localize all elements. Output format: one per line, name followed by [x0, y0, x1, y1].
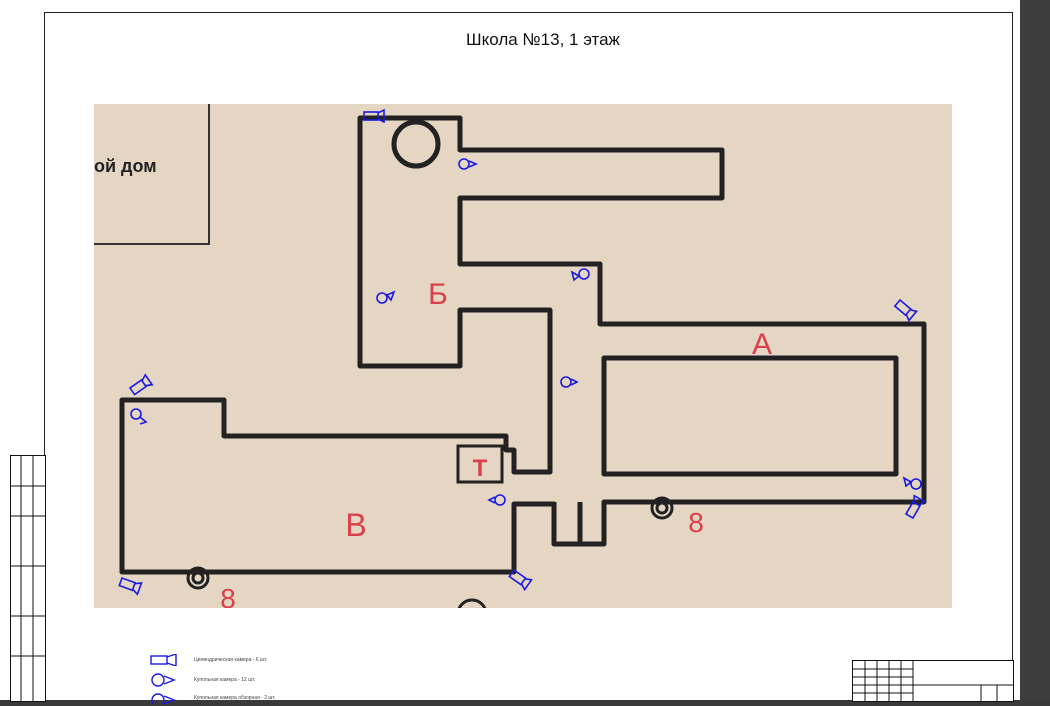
block-a-courtyard: [601, 355, 899, 477]
cylinder-camera-icon: [118, 576, 143, 596]
drawing-sheet: Школа №13, 1 этаж ой дом Т А Б В: [0, 0, 1020, 704]
dome-camera-icon: [487, 494, 506, 506]
dome-camera-icon: [376, 290, 396, 304]
block-b-label: Б: [428, 278, 448, 311]
legend-item-dome: Купольная камера - 12 шт.: [150, 672, 255, 688]
dome-camera-icon: [458, 158, 479, 170]
frame-right-line: [1012, 12, 1013, 700]
title-block-bottom-grid: [853, 661, 1013, 701]
cylinder-camera-icon: [128, 373, 154, 396]
title-block-bottom: [852, 660, 1014, 702]
viewer-scroll-area[interactable]: [1020, 0, 1050, 700]
entrance-marks: [186, 496, 674, 608]
neighbor-building-outline: [94, 104, 210, 245]
title-block-side-grid: [11, 456, 45, 701]
cylinder-camera-icon: [904, 494, 927, 520]
cylinder-camera-icon: [363, 108, 385, 124]
legend-text-cylinder: Цилиндрическая камера - 6 шт.: [194, 657, 268, 663]
cylinder-camera-icon: [150, 654, 177, 666]
cylinder-camera-icon: [508, 568, 533, 592]
cylinder-camera-icon: [893, 298, 919, 323]
neighbor-building-label: ой дом: [94, 156, 157, 176]
dome-camera-icon: [151, 673, 176, 687]
block-b-wall: [119, 115, 927, 575]
panoramic-dome-camera-icon: [151, 693, 176, 704]
floor-plan: ой дом Т А Б В 8 8: [94, 104, 952, 608]
dome-camera-icon: [902, 476, 922, 490]
frame-top-line: [44, 12, 1012, 13]
room-t-box: [456, 444, 504, 484]
legend-text-panoramic: Купольная камера обзорная - 2 шт.: [194, 695, 276, 701]
title-block-side: [10, 455, 46, 702]
entrance-number-south: 8: [220, 583, 236, 608]
walls: [119, 115, 927, 575]
dome-camera-icon: [560, 376, 579, 388]
frame-left-line: [44, 12, 45, 700]
legend-text-dome: Купольная камера - 12 шт.: [194, 677, 256, 683]
connector-wall: [551, 502, 583, 544]
legend-item-panoramic: Купольная камера обзорная - 2 шт.: [150, 690, 276, 706]
block-v-label: В: [345, 507, 366, 543]
block-a-label: А: [752, 328, 772, 361]
legend-item-cylinder: Цилиндрическая камера - 6 шт.: [150, 652, 267, 668]
round-stair: [391, 119, 441, 169]
room-t-label: Т: [473, 455, 488, 482]
page-title: Школа №13, 1 этаж: [466, 30, 620, 49]
dome-camera-icon: [130, 408, 148, 425]
dome-camera-icon: [570, 268, 590, 282]
entrance-number-east: 8: [688, 507, 704, 538]
